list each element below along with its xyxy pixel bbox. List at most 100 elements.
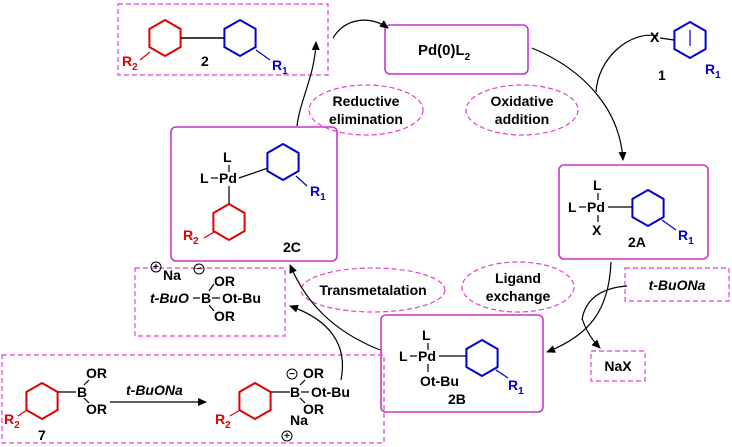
c2-r1sub: 1 [282, 66, 288, 77]
c7p-plus: + [284, 431, 290, 442]
borate-or-top: OR [214, 273, 235, 289]
c7p-r: R [215, 411, 225, 427]
c2A-Ltop: L [593, 177, 602, 193]
c2-number: 2 [201, 53, 209, 69]
svg-text:R2: R2 [122, 53, 138, 73]
arrow-tBuONa-in [581, 285, 628, 321]
c7p-minus: − [289, 369, 295, 380]
oxidative-label: Oxidative [490, 93, 553, 109]
transmetalation-label: Transmetalation [319, 282, 426, 298]
exchange-label: exchange [486, 288, 551, 304]
transmetalation-ellipse [300, 267, 446, 313]
c2C-Ltop: L [223, 149, 232, 165]
pd0-label: Pd(0)L [418, 42, 465, 59]
c2B-rsub: 1 [518, 386, 524, 397]
arrow-1-in [595, 34, 659, 93]
compound-7: B OR OR R2 7 [4, 365, 107, 443]
borate-na: Na [163, 267, 181, 283]
c2C-r2: R [183, 227, 193, 243]
c2-r2: R [122, 53, 132, 69]
svg-text:R1: R1 [678, 227, 694, 247]
reductive-ellipse [308, 84, 424, 136]
c2-r2sub: 2 [132, 62, 138, 73]
borate-box [134, 267, 286, 337]
c7p-b: B [290, 384, 300, 400]
c1-rsub: 1 [715, 70, 721, 81]
product-2-box [117, 3, 329, 76]
c2C-pd: Pd [219, 170, 237, 186]
c7-or-top: OR [86, 365, 107, 381]
c2B-Lleft: L [399, 348, 408, 364]
c1-number: 1 [658, 67, 666, 83]
c2-r1: R [272, 57, 282, 73]
svg-text:R2: R2 [183, 227, 199, 247]
pd0-sub: 2 [465, 52, 471, 63]
c2C-r1: R [310, 183, 320, 199]
c7-b: B [77, 384, 87, 400]
c2C-r1sub: 1 [320, 192, 326, 203]
c7p-right: Ot-Bu [311, 384, 350, 400]
svg-text:Pd(0)L2: Pd(0)L2 [418, 42, 471, 63]
borate-plus: + [153, 262, 159, 273]
svg-text:R2: R2 [4, 411, 20, 431]
complex-2A-box [558, 164, 709, 260]
svg-text:R1: R1 [310, 183, 326, 203]
complex-2A: L L Pd X R1 2A [568, 177, 694, 250]
c7p-rsub: 2 [225, 420, 231, 431]
complex-2C-box [170, 126, 338, 262]
arrow-boronate-up [289, 304, 343, 381]
c7-number: 7 [38, 427, 46, 443]
c1-x: X [650, 29, 660, 45]
c2C-Lleft: L [200, 170, 209, 186]
c2C-r2sub: 2 [193, 236, 199, 247]
c2C-number: 2C [283, 239, 301, 255]
c2B-otbu: Ot-Bu [420, 373, 459, 389]
c2A-pd: Pd [587, 199, 605, 215]
complex-2B: L L Pd Ot-Bu R1 2B [399, 327, 524, 407]
borate-or-bottom: OR [214, 308, 235, 324]
arrow-to-nax [581, 317, 601, 349]
borate-complex: + Na − OR t-BuO B Ot-Bu OR [150, 261, 261, 324]
c2A-rsub: 1 [688, 236, 694, 247]
arrow-pd0-to-2A [531, 47, 627, 161]
borate-left: t-BuO [150, 290, 189, 306]
boronate-formation-box [1, 354, 385, 444]
nax-label: NaX [604, 358, 632, 374]
c2B-pd: Pd [418, 348, 436, 364]
c7-rsub: 2 [14, 420, 20, 431]
c7p-or-top: OR [303, 365, 324, 381]
c7-or-bottom: OR [86, 401, 107, 417]
ligand-ellipse [461, 261, 575, 313]
c2B-number: 2B [448, 391, 466, 407]
addition-label: addition [495, 111, 549, 127]
c2A-number: 2A [628, 234, 646, 250]
complex-2C: L L Pd R1 R2 2C [183, 143, 326, 255]
arrow-2-to-pd0 [332, 19, 389, 39]
borate-b: B [201, 290, 211, 306]
c1-r: R [705, 61, 715, 77]
tBuONa-label: t-BuONa [649, 277, 706, 293]
svg-text:R1: R1 [272, 57, 288, 77]
borate-minus: − [196, 264, 202, 275]
oxidative-ellipse [465, 84, 579, 136]
c2A-r: R [678, 227, 688, 243]
pd0-box [384, 24, 529, 75]
c2A-Lleft: L [568, 199, 577, 215]
arrow-2C-to-2 [296, 41, 320, 127]
c2A-x: X [592, 222, 602, 238]
compound-1: X R1 1 [650, 21, 721, 83]
ligand-label: Ligand [495, 270, 541, 286]
reductive-label: Reductive [333, 93, 400, 109]
svg-text:R1: R1 [508, 377, 524, 397]
arrow-2B-to-2C [289, 264, 381, 351]
svg-text:R2: R2 [215, 411, 231, 431]
arrow-2A-to-2B [546, 261, 612, 353]
compound-2: R2 R1 2 [122, 19, 288, 77]
c7p-na: Na [290, 412, 308, 428]
arrow-tBuONa-label: t-BuONa [126, 382, 183, 398]
c7p-or-bottom: OR [303, 401, 324, 417]
boronate-product: B OR Ot-Bu OR − Na + R2 [215, 365, 350, 442]
nax-box [590, 350, 646, 382]
